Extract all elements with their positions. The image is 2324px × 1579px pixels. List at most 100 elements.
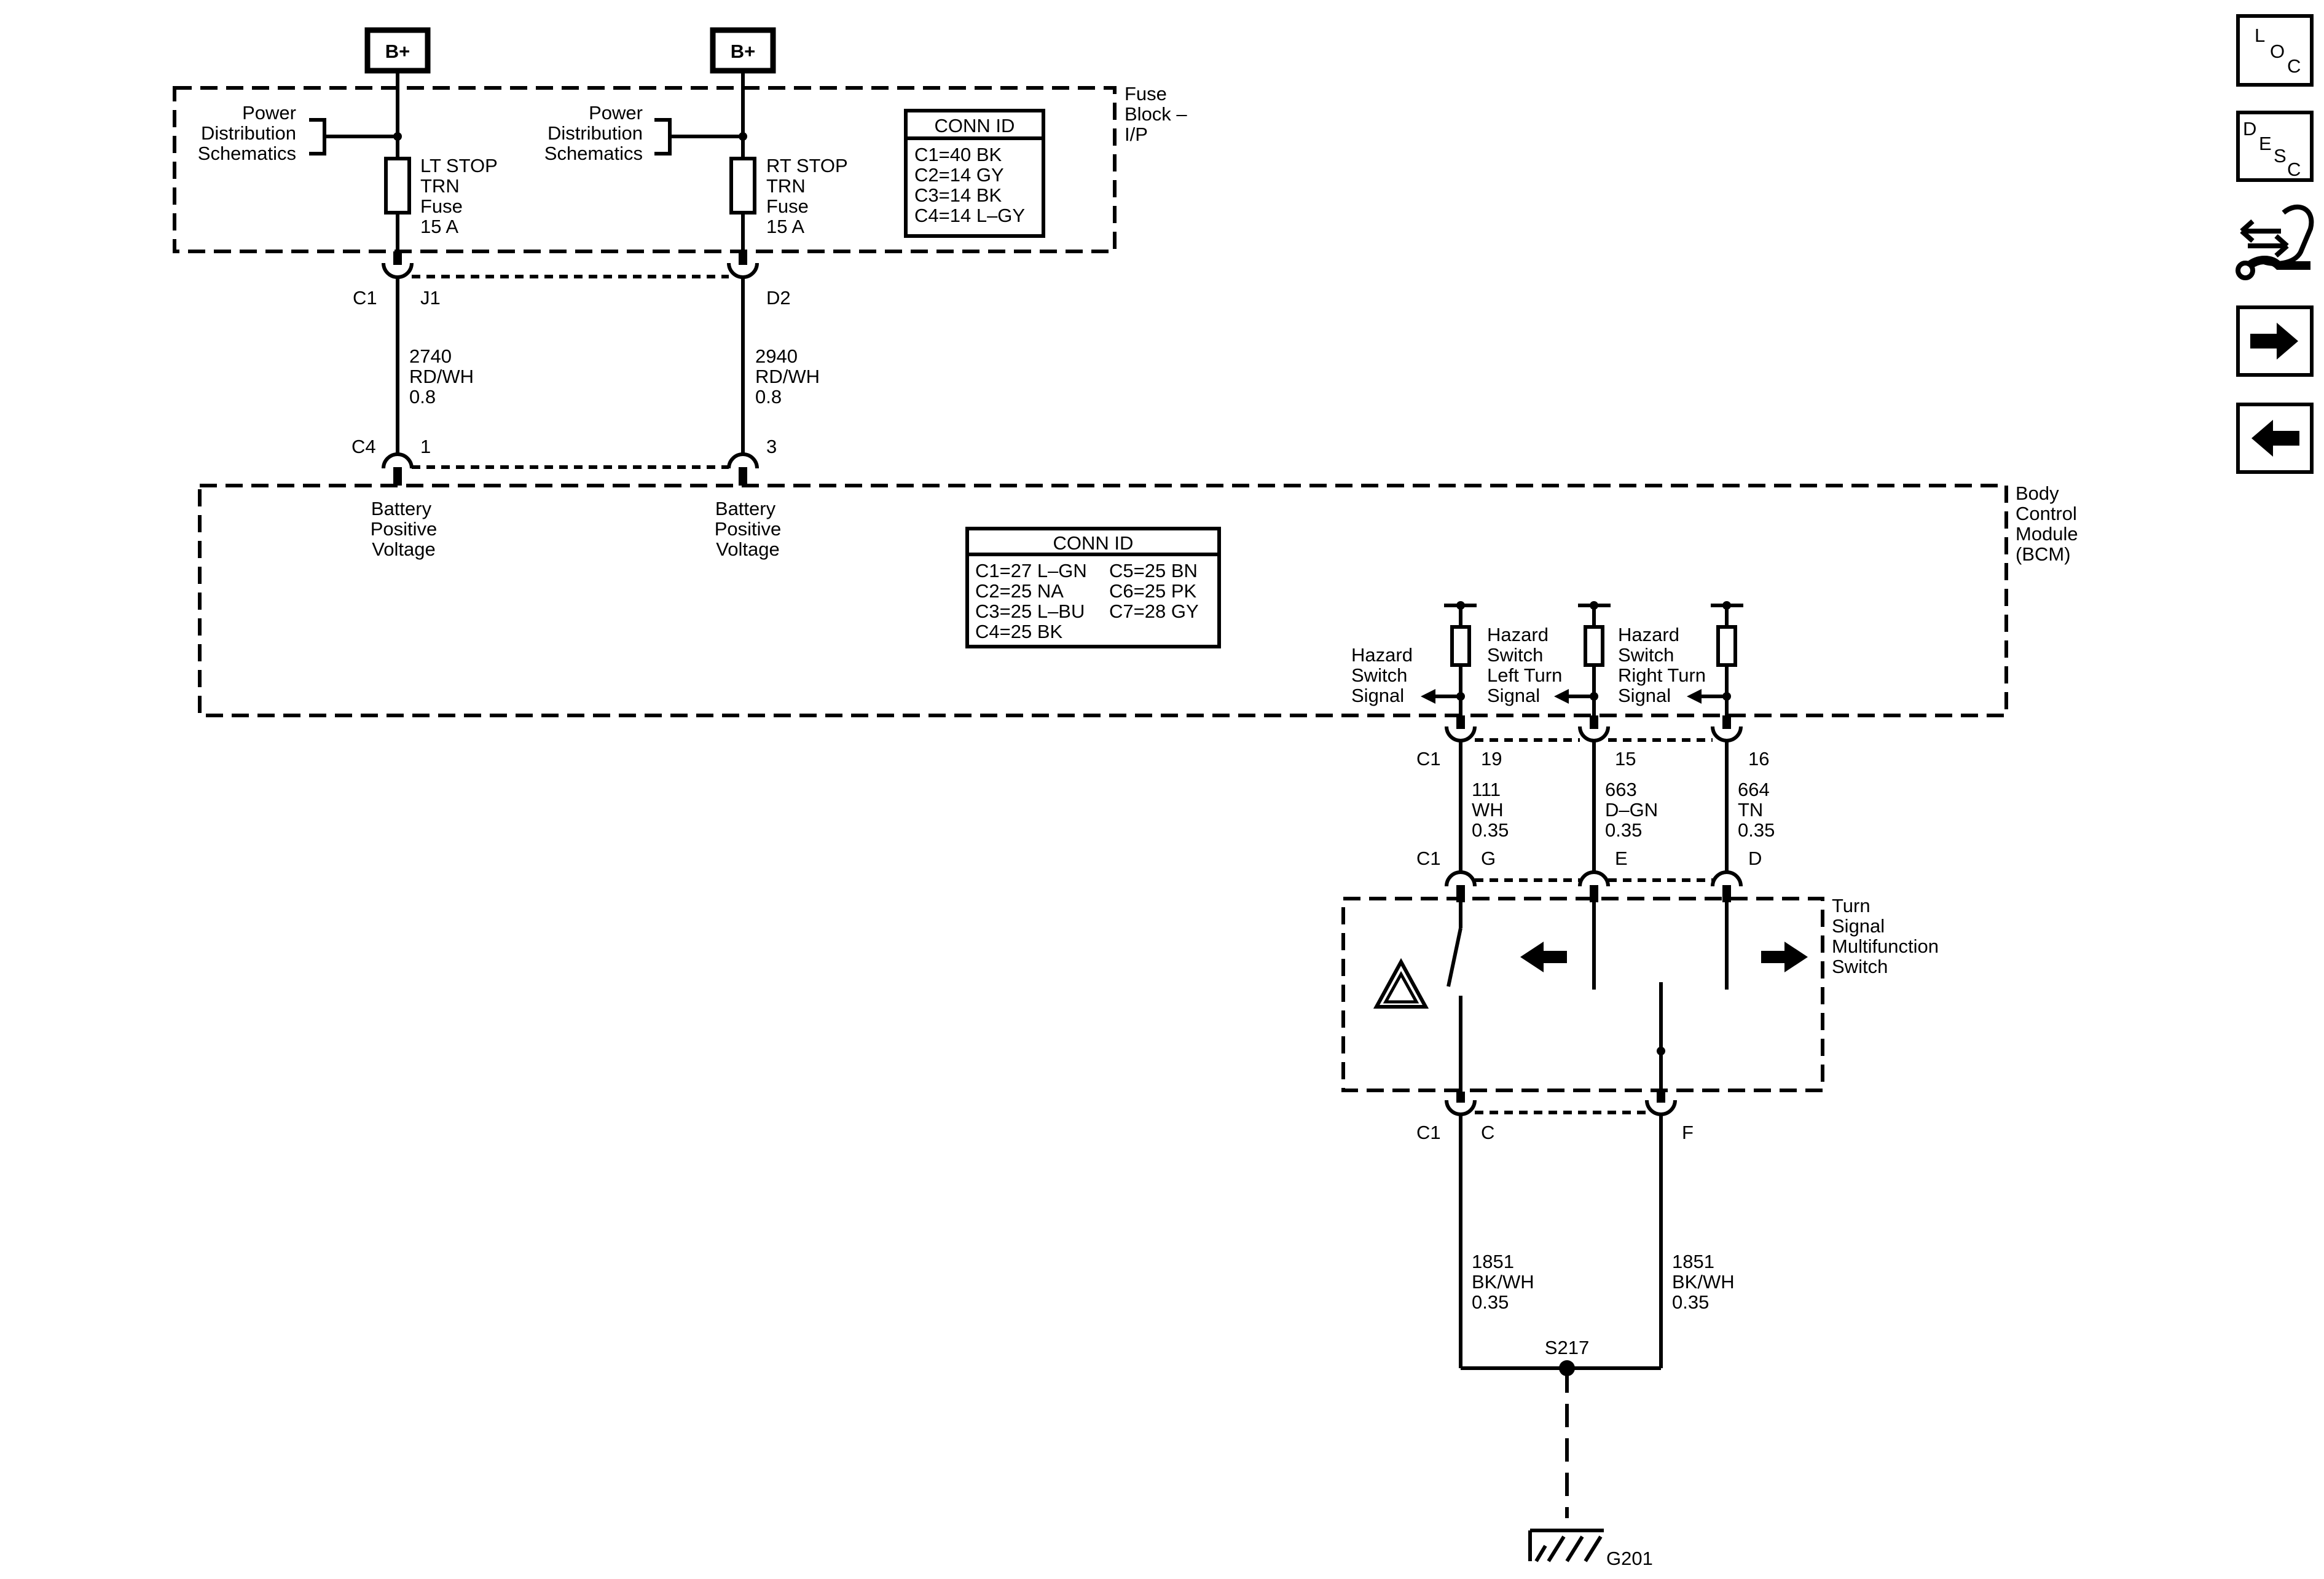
left-power-dist-bracket [309, 118, 326, 156]
fuse-connector-id: C1 [353, 287, 377, 309]
svg-text:Signal: Signal [1618, 685, 1671, 706]
svg-text:Left Turn: Left Turn [1487, 664, 1562, 686]
svg-text:15 A: 15 A [420, 216, 458, 237]
desc-letter-c: C [2287, 159, 2301, 180]
supply-left-label: B+ [385, 41, 410, 62]
svg-text:CONN ID: CONN ID [935, 115, 1015, 136]
fuse-block-name: Fuse Block – I/P [1125, 83, 1187, 145]
svg-text:WH: WH [1472, 799, 1504, 821]
fuse-block-outline [173, 86, 1117, 253]
wire-2940-label: 2940 RD/WH 0.8 [755, 345, 820, 408]
bcm-left-input-label: Battery Positive Voltage [371, 498, 438, 560]
wire-664-label: 664 TN 0.35 [1738, 779, 1775, 841]
bcm-outline [198, 484, 2008, 717]
switch-pin-e: E [1615, 848, 1628, 869]
bcm-pin-15: 15 [1615, 748, 1636, 770]
svg-text:Schematics: Schematics [198, 143, 296, 164]
fuse-conn-id-box: CONN ID C1=40 BK C2=14 GY C3=14 BK C4=14… [904, 109, 1045, 238]
svg-text:Positive: Positive [371, 518, 438, 540]
svg-text:1851: 1851 [1472, 1251, 1514, 1272]
bcm-pin-1: 1 [420, 436, 431, 457]
svg-text:Module: Module [2016, 523, 2078, 545]
switch-name: Turn Signal Multifunction Switch [1832, 895, 1939, 977]
desc-letter-e: E [2259, 133, 2272, 154]
arrow-right-icon [2250, 323, 2298, 360]
svg-text:CONN ID: CONN ID [1053, 532, 1134, 554]
hazard-switch-signal-label: Hazard Switch Signal [1351, 644, 1413, 706]
switch-pin-g: G [1481, 848, 1496, 869]
svg-text:Turn: Turn [1832, 895, 1871, 916]
svg-text:Voltage: Voltage [716, 538, 779, 560]
loc-letter-c: C [2287, 55, 2301, 77]
previous-page-button[interactable] [2236, 403, 2314, 474]
svg-text:2940: 2940 [755, 345, 798, 367]
svg-text:111: 111 [1472, 779, 1501, 800]
hazard-left-turn-signal-label: Hazard Switch Left Turn Signal [1487, 624, 1562, 706]
fuse-block-connector [382, 262, 759, 469]
ground-label: G201 [1606, 1548, 1653, 1569]
svg-text:Block –: Block – [1125, 103, 1187, 125]
svg-text:Fuse: Fuse [766, 195, 809, 217]
svg-text:C2=14 GY: C2=14 GY [914, 164, 1004, 186]
fuse-left-ref: Power Distribution Schematics [198, 102, 296, 164]
bcm-pin-16: 16 [1748, 748, 1769, 770]
desc-letter-d: D [2243, 118, 2256, 140]
svg-text:Battery: Battery [371, 498, 432, 519]
repair-connector-icon[interactable] [2236, 204, 2314, 280]
svg-text:Fuse: Fuse [1125, 83, 1167, 104]
svg-text:Hazard: Hazard [1618, 624, 1679, 645]
loc-letter-o: O [2270, 41, 2285, 62]
svg-text:Signal: Signal [1487, 685, 1540, 706]
svg-text:Right Turn: Right Turn [1618, 664, 1706, 686]
loc-button[interactable]: L O C [2236, 14, 2314, 87]
wire-111-label: 111 WH 0.35 [1472, 779, 1509, 841]
svg-text:0.35: 0.35 [1672, 1291, 1709, 1313]
svg-text:Switch: Switch [1351, 664, 1407, 686]
svg-text:BK/WH: BK/WH [1672, 1271, 1735, 1293]
switch-top-connector-id: C1 [1416, 848, 1441, 869]
loc-letter-l: L [2255, 25, 2265, 46]
svg-text:2740: 2740 [409, 345, 452, 367]
svg-text:1851: 1851 [1672, 1251, 1714, 1272]
svg-text:Fuse: Fuse [420, 195, 463, 217]
hazard-triangle-icon [1373, 958, 1429, 1009]
svg-text:663: 663 [1605, 779, 1637, 800]
svg-text:Power: Power [242, 102, 296, 124]
svg-text:15 A: 15 A [766, 216, 804, 237]
svg-text:Hazard: Hazard [1351, 644, 1413, 666]
fuse-pin-right: D2 [766, 287, 791, 309]
next-page-button[interactable] [2236, 305, 2314, 377]
arrow-left-icon [2251, 420, 2299, 457]
svg-text:I/P: I/P [1125, 124, 1148, 145]
svg-text:TRN: TRN [420, 175, 460, 197]
svg-text:0.8: 0.8 [409, 386, 436, 408]
svg-text:D–GN: D–GN [1605, 799, 1658, 821]
svg-text:0.8: 0.8 [755, 386, 782, 408]
svg-text:Switch: Switch [1487, 644, 1543, 666]
svg-text:C6=25 PK: C6=25 PK [1109, 580, 1197, 602]
bcm-right-input-label: Battery Positive Voltage [715, 498, 782, 560]
svg-text:C4=14 L–GY: C4=14 L–GY [914, 205, 1025, 226]
svg-text:Body: Body [2016, 482, 2059, 504]
desc-button[interactable]: D E S C [2236, 111, 2314, 182]
svg-text:0.35: 0.35 [1472, 1291, 1509, 1313]
switch-outline [1341, 897, 1824, 1092]
wire-2740-label: 2740 RD/WH 0.8 [409, 345, 474, 408]
svg-text:C3=14 BK: C3=14 BK [914, 184, 1002, 206]
svg-text:C7=28 GY: C7=28 GY [1109, 600, 1199, 622]
svg-text:Schematics: Schematics [544, 143, 643, 164]
svg-text:RD/WH: RD/WH [409, 366, 474, 387]
wire-1851-right-label: 1851 BK/WH 0.35 [1672, 1251, 1735, 1313]
svg-text:C1=40 BK: C1=40 BK [914, 144, 1002, 165]
svg-text:BK/WH: BK/WH [1472, 1271, 1534, 1293]
switch-pin-d: D [1748, 848, 1762, 869]
svg-text:C5=25 BN: C5=25 BN [1109, 560, 1198, 581]
right-power-dist-bracket [654, 118, 672, 156]
wire-663-label: 663 D–GN 0.35 [1605, 779, 1658, 841]
svg-text:C1=27 L–GN: C1=27 L–GN [975, 560, 1087, 581]
desc-letter-s: S [2274, 145, 2287, 167]
svg-text:RD/WH: RD/WH [755, 366, 820, 387]
ground-symbol [1528, 1529, 1604, 1562]
svg-text:Hazard: Hazard [1487, 624, 1549, 645]
